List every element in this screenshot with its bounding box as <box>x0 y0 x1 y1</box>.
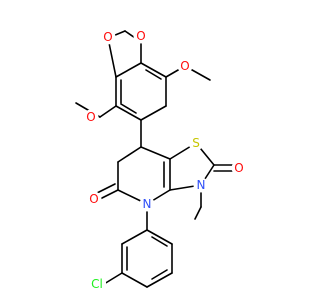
atom-labels: O O O O S O O N <box>83 28 247 292</box>
bond <box>140 146 171 160</box>
sulfur-atom: S <box>188 135 204 151</box>
atom-label: O <box>89 192 98 206</box>
bond <box>145 69 162 80</box>
bond <box>121 229 148 245</box>
atom-label: O <box>234 161 243 175</box>
bond <box>151 236 168 247</box>
bond-lines <box>75 30 236 288</box>
bond <box>115 62 142 78</box>
nitrogen-atom: N <box>139 196 155 212</box>
bond <box>121 272 148 288</box>
oxygen-atom: O <box>133 28 149 44</box>
oxygen-atom: O <box>100 29 116 45</box>
bond <box>146 272 173 288</box>
bond <box>115 105 142 121</box>
atom-label: O <box>103 30 112 44</box>
bond <box>151 269 168 280</box>
bond <box>140 105 167 121</box>
atom-label: Cl <box>91 277 103 291</box>
bond <box>120 103 137 114</box>
oxygen-atom: O <box>86 191 102 207</box>
oxygen-atom: O <box>177 58 193 74</box>
oxygen-atom: O <box>83 109 99 125</box>
atom-label: O <box>136 29 145 43</box>
oxygen-atom: O <box>231 160 247 176</box>
atom-label: N <box>197 178 206 192</box>
atom-label: S <box>192 136 200 150</box>
bond <box>194 206 202 220</box>
bond <box>117 146 142 163</box>
chlorine-atom: Cl <box>88 276 106 292</box>
atom-label: N <box>143 197 152 211</box>
atom-label: O <box>180 59 189 73</box>
bond <box>99 105 117 118</box>
bond <box>140 62 167 78</box>
bond <box>146 229 173 245</box>
bond <box>107 37 117 78</box>
bond <box>103 272 123 285</box>
nitrogen-atom: N <box>193 177 209 193</box>
molecule-structure: O O O O S O O N <box>75 28 247 292</box>
bond <box>94 183 116 195</box>
atom-label: O <box>86 110 95 124</box>
